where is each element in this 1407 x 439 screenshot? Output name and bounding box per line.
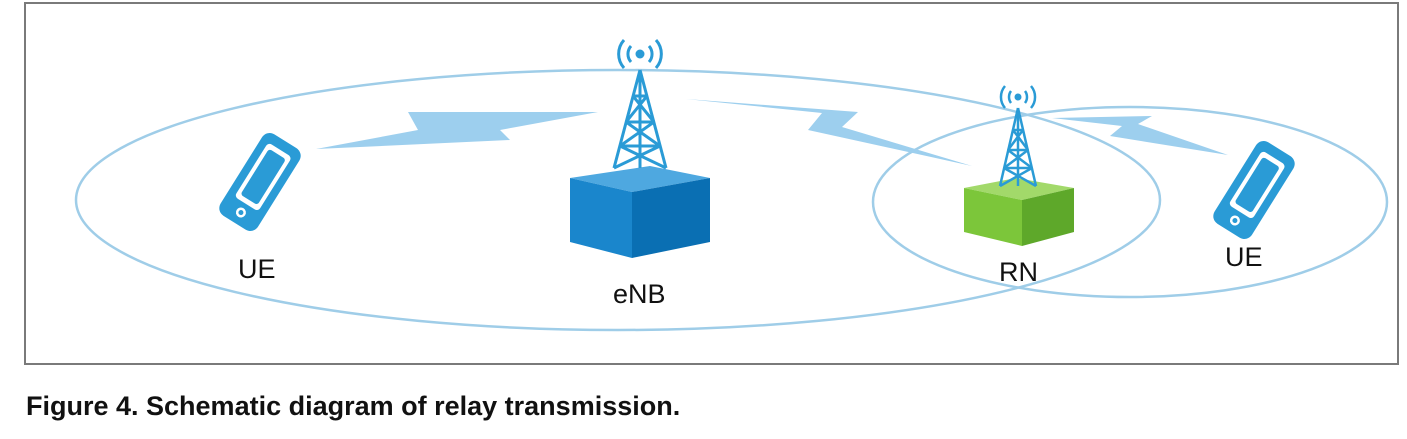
enb-tower-icon	[612, 69, 668, 170]
figure-caption: Figure 4. Schematic diagram of relay tra…	[26, 391, 681, 421]
rn-tower-icon	[998, 107, 1038, 188]
ue-left-device-icon	[219, 133, 301, 231]
rn-coverage-ellipse	[871, 105, 1389, 299]
radio-link-rn-ue	[1052, 116, 1228, 155]
enb-base-station	[570, 166, 710, 258]
radio-link-ue-enb	[316, 112, 598, 149]
ue-left-label: UE	[238, 254, 276, 284]
rn-signal-icon	[999, 85, 1037, 109]
relay-diagram	[74, 39, 1389, 332]
rn-label: RN	[999, 257, 1038, 287]
ue-right-device-icon	[1213, 141, 1295, 239]
rn-relay-node	[964, 178, 1074, 246]
enb-coverage-ellipse	[74, 68, 1162, 332]
enb-label: eNB	[613, 279, 666, 309]
enb-signal-icon	[617, 39, 663, 69]
radio-link-enb-rn	[686, 99, 972, 166]
ue-right-label: UE	[1225, 242, 1263, 272]
